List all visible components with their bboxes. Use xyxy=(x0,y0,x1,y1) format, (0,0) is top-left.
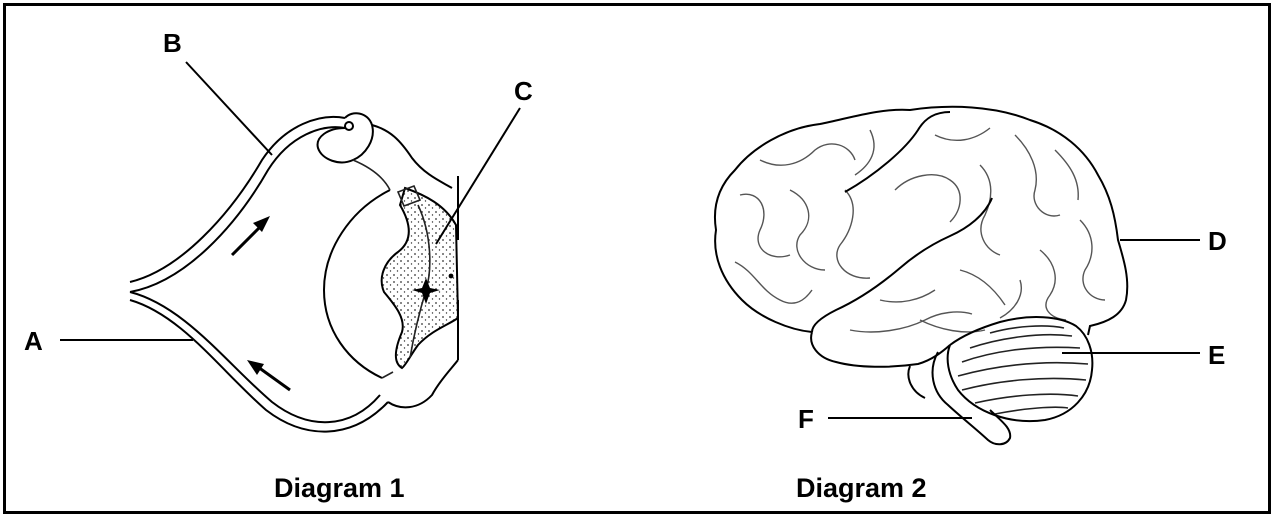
label-d: D xyxy=(1208,226,1227,256)
diagram-1-drawing xyxy=(130,113,458,431)
diagram-2-caption: Diagram 2 xyxy=(796,473,927,503)
label-f: F xyxy=(798,404,814,434)
diagram-1-caption: Diagram 1 xyxy=(274,473,405,503)
label-b: B xyxy=(163,28,182,58)
leader-line-c xyxy=(436,108,520,244)
label-e: E xyxy=(1208,340,1225,370)
label-c: C xyxy=(514,76,533,106)
leader-line-b xyxy=(186,62,272,155)
label-a: A xyxy=(24,326,43,356)
brain-drawing xyxy=(715,107,1127,444)
